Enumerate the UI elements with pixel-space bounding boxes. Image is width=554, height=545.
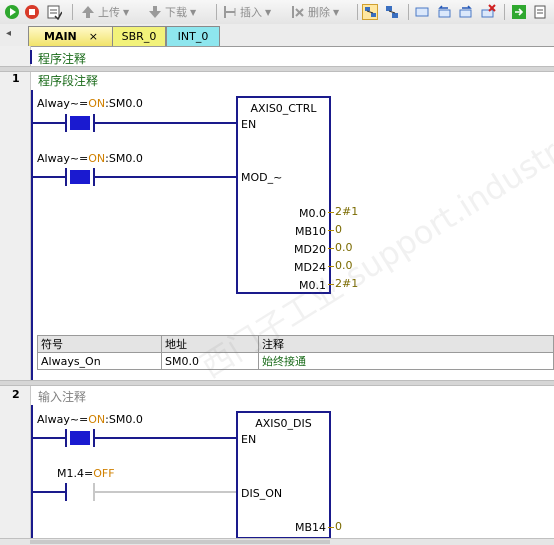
horizontal-scrollbar[interactable] bbox=[0, 538, 554, 545]
enter-icon bbox=[511, 4, 527, 20]
compile-button[interactable] bbox=[46, 3, 63, 21]
network-gutter bbox=[0, 46, 31, 544]
output-value: 0.0 bbox=[335, 259, 353, 272]
output-pin: MB10 bbox=[294, 225, 326, 238]
column-header: 地址 bbox=[161, 335, 259, 353]
tab-label: SBR_0 bbox=[121, 30, 157, 43]
column-header: 符号 bbox=[37, 335, 162, 353]
output-value: 2#1 bbox=[335, 277, 359, 290]
table-cell: Always_On bbox=[37, 352, 162, 370]
insert-icon bbox=[222, 4, 238, 20]
tab-sbr-0[interactable]: SBR_0 bbox=[112, 26, 166, 46]
insert-label: 插入 bbox=[240, 6, 262, 19]
output-value: 0 bbox=[335, 520, 342, 533]
input-pin-en: EN bbox=[241, 118, 257, 131]
network-icon bbox=[384, 4, 400, 20]
delete-element-icon bbox=[480, 4, 496, 20]
contact-sm0-0[interactable] bbox=[65, 168, 95, 186]
chevron-down-icon[interactable]: ▼ bbox=[190, 7, 197, 17]
power-rail bbox=[31, 90, 33, 384]
upload-label: 上传 bbox=[98, 6, 120, 19]
contact-sm0-0[interactable] bbox=[65, 114, 95, 132]
output-value: 2#1 bbox=[335, 205, 359, 218]
table-cell: 始终接通 bbox=[258, 352, 554, 370]
program-comment[interactable]: 程序注释 bbox=[38, 52, 87, 66]
delete-icon bbox=[290, 4, 306, 20]
tab-int-0[interactable]: INT_0 bbox=[166, 26, 220, 46]
output-value: 0 bbox=[335, 223, 342, 236]
goto-icon bbox=[533, 4, 549, 20]
stop-button[interactable] bbox=[24, 3, 40, 21]
operand-label: Alway~=ON:SM0.0 bbox=[37, 97, 143, 110]
operand-label: M1.4=OFF bbox=[57, 467, 115, 480]
box-title: AXIS0_DIS bbox=[255, 417, 312, 430]
network-number: 2 bbox=[12, 388, 20, 401]
network-icon bbox=[362, 4, 378, 20]
arrow-up-icon bbox=[80, 4, 96, 20]
output-pin: MD24 bbox=[294, 261, 326, 274]
chevron-down-icon[interactable]: ▼ bbox=[333, 7, 340, 17]
arrow-left-icon bbox=[436, 4, 452, 20]
output-pin: M0.1 bbox=[299, 279, 326, 292]
scroll-left-icon[interactable]: ◂ bbox=[6, 28, 12, 39]
input-pin-dis-on: DIS_ON bbox=[241, 487, 283, 500]
output-pin: MB14 bbox=[294, 521, 326, 534]
box-button[interactable] bbox=[414, 3, 430, 21]
compile-icon bbox=[46, 4, 63, 21]
branch-right-button[interactable] bbox=[458, 3, 474, 21]
box-title: AXIS0_CTRL bbox=[250, 102, 317, 115]
play-icon bbox=[4, 4, 20, 20]
column-header: 注释 bbox=[258, 335, 554, 353]
output-value: 0.0 bbox=[335, 241, 353, 254]
table-header-row: 符号 地址 注释 bbox=[37, 335, 554, 353]
power-rail bbox=[31, 405, 33, 544]
stop-icon bbox=[24, 4, 40, 20]
output-pin: MD20 bbox=[294, 243, 326, 256]
branch-left-button[interactable] bbox=[436, 3, 452, 21]
network-separator bbox=[0, 66, 554, 72]
insert-button[interactable]: 插入 ▼ bbox=[222, 3, 271, 21]
goto-button[interactable] bbox=[533, 3, 549, 21]
box-icon bbox=[414, 4, 430, 20]
scrollbar-thumb[interactable] bbox=[30, 540, 330, 544]
tab-label: MAIN bbox=[44, 30, 77, 43]
chevron-down-icon[interactable]: ▼ bbox=[123, 7, 130, 17]
delete-element-button[interactable] bbox=[480, 3, 496, 21]
delete-label: 删除 bbox=[308, 6, 330, 19]
go-button[interactable] bbox=[511, 3, 527, 21]
toolbar: 上传 ▼ 下载 ▼ 插入 ▼ 删除 ▼ bbox=[0, 0, 554, 25]
operand-label: Alway~=ON:SM0.0 bbox=[37, 152, 143, 165]
delete-button[interactable]: 删除 ▼ bbox=[290, 3, 339, 21]
operand-label: Alway~=ON:SM0.0 bbox=[37, 413, 143, 426]
close-icon[interactable]: × bbox=[88, 30, 98, 43]
tab-label: INT_0 bbox=[177, 30, 209, 43]
tab-main[interactable]: MAIN × bbox=[28, 26, 114, 46]
download-button[interactable]: 下载 ▼ bbox=[147, 3, 196, 21]
network-separator bbox=[0, 380, 554, 386]
contact-sm0-0[interactable] bbox=[65, 429, 95, 447]
run-button[interactable] bbox=[4, 3, 20, 21]
input-pin-en: EN bbox=[241, 433, 257, 446]
network-view2-button[interactable] bbox=[384, 3, 400, 21]
network-comment[interactable]: 程序段注释 bbox=[38, 74, 99, 88]
arrow-down-icon bbox=[147, 4, 163, 20]
function-box-axis0-ctrl[interactable]: AXIS0_CTRL EN MOD_~ M0.0 MB10 MD20 MD24 … bbox=[236, 96, 331, 294]
table-row[interactable]: Always_On SM0.0 始终接通 bbox=[37, 352, 554, 370]
table-cell: SM0.0 bbox=[161, 352, 259, 370]
tab-bar: ◂ MAIN × SBR_0 INT_0 bbox=[0, 24, 554, 47]
output-pin: M0.0 bbox=[299, 207, 326, 220]
chevron-down-icon[interactable]: ▼ bbox=[265, 7, 272, 17]
arrow-right-icon bbox=[458, 4, 474, 20]
network-view-button[interactable] bbox=[362, 3, 378, 21]
network-number: 1 bbox=[12, 72, 20, 85]
input-pin-mod: MOD_~ bbox=[241, 171, 283, 184]
network-comment[interactable]: 输入注释 bbox=[38, 390, 87, 404]
function-box-axis0-dis[interactable]: AXIS0_DIS EN DIS_ON MB14 bbox=[236, 411, 331, 539]
contact-m1-4[interactable] bbox=[65, 483, 95, 501]
download-label: 下载 bbox=[165, 6, 187, 19]
symbol-table: 符号 地址 注释 Always_On SM0.0 始终接通 bbox=[37, 335, 554, 370]
upload-button[interactable]: 上传 ▼ bbox=[80, 3, 129, 21]
